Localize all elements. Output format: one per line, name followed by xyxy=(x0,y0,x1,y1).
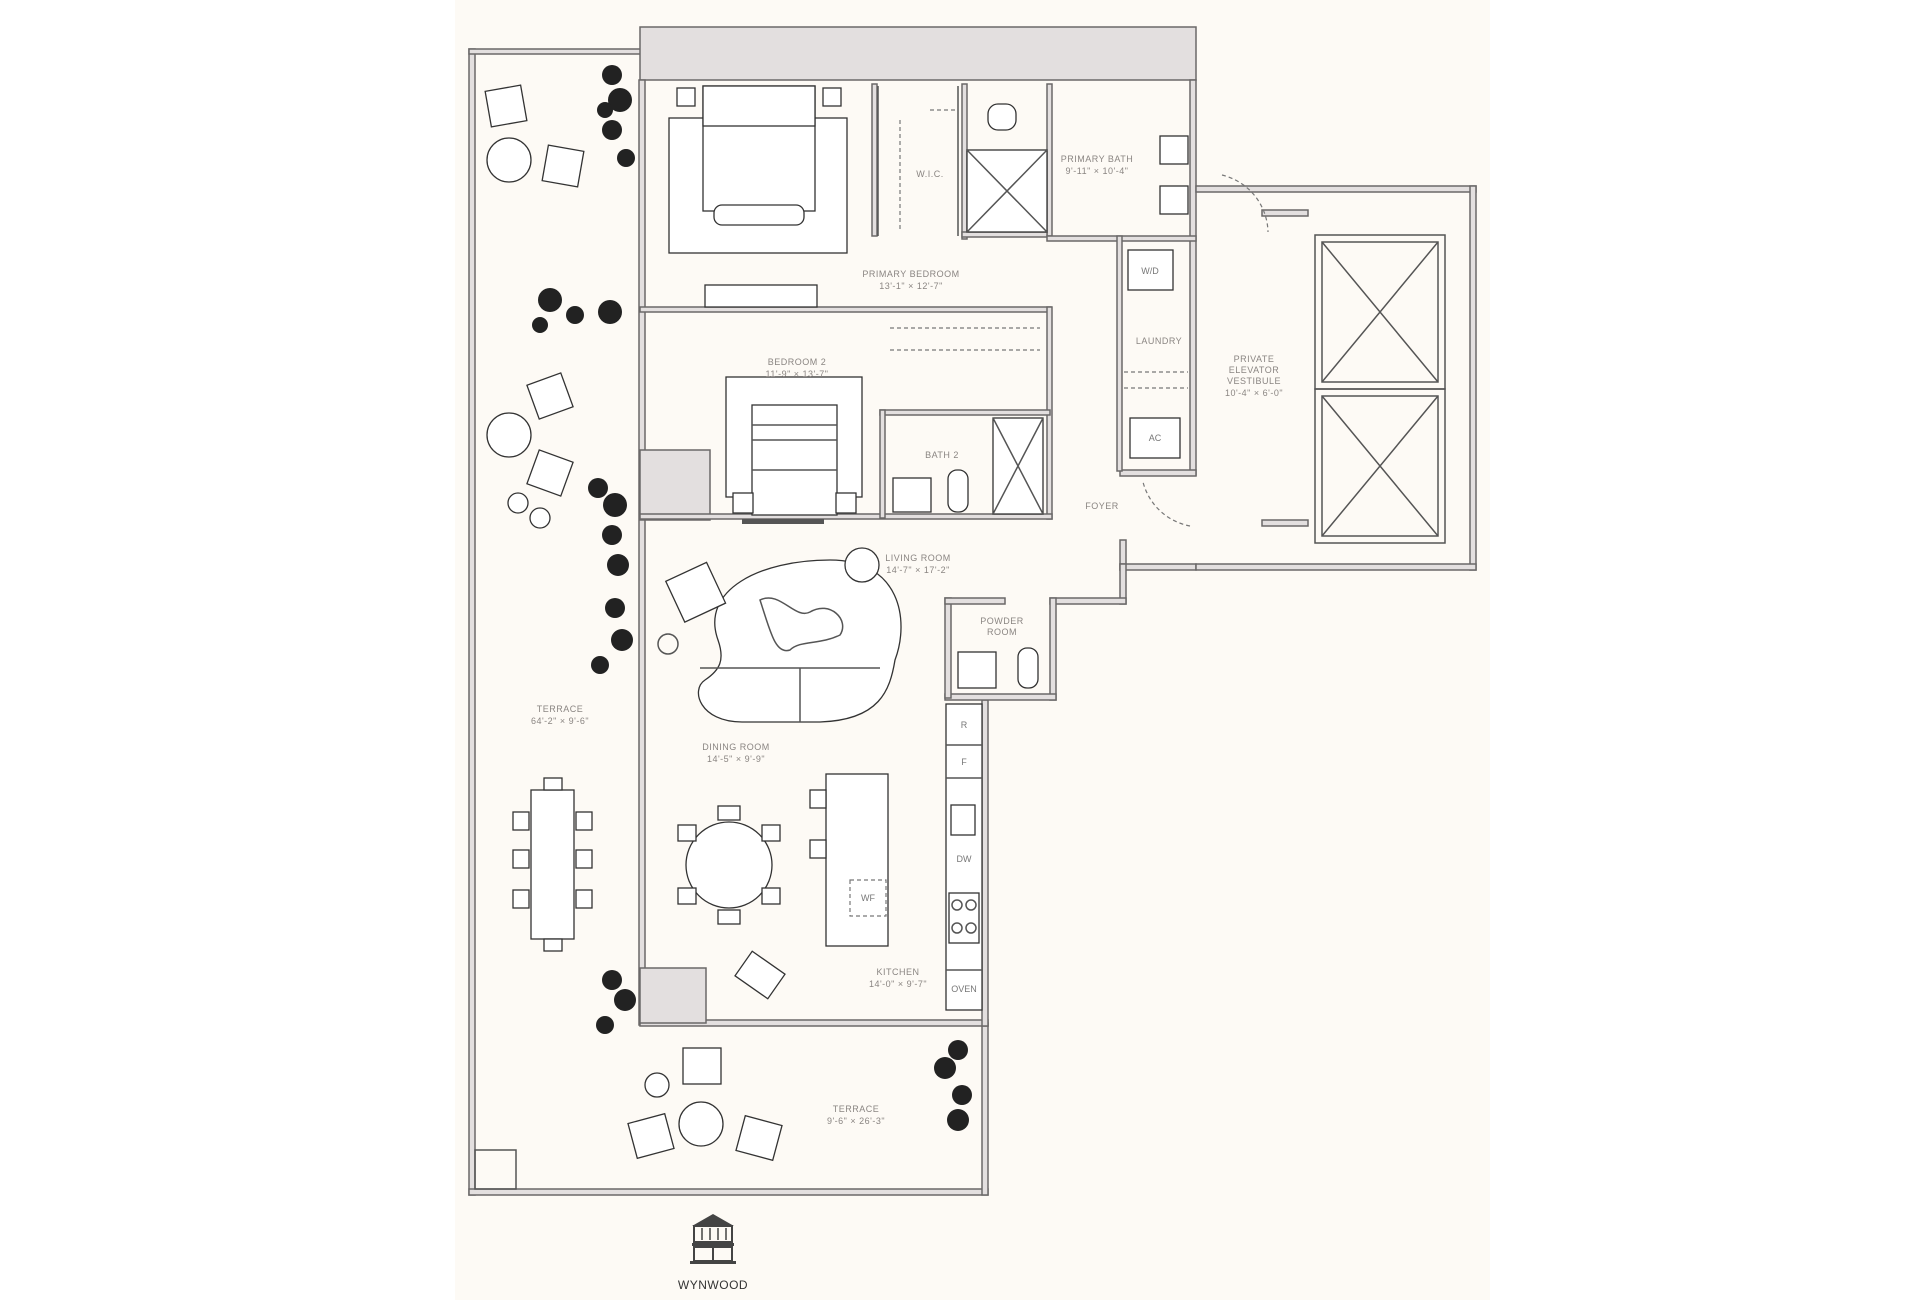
room-dims-kitchen: 14'-0" × 9'-7" xyxy=(869,979,927,989)
room-label-primary-bedroom: PRIMARY BEDROOM xyxy=(862,269,959,279)
room-label-terrace-west: TERRACE xyxy=(537,704,584,714)
primary-bed xyxy=(668,85,848,308)
room-dims-living-room: 14'-7" × 17'-2" xyxy=(886,565,950,575)
elevator-shafts xyxy=(1314,234,1446,544)
washer-dryer xyxy=(1127,249,1174,291)
planters xyxy=(532,65,972,1131)
ac-unit xyxy=(1129,417,1181,459)
structural-block xyxy=(639,26,1197,81)
brand-label: WYNWOOD xyxy=(678,1278,748,1292)
terrace-furniture xyxy=(484,84,783,1162)
fixture-label-wf: WF xyxy=(861,893,875,903)
foyer-door-swing[interactable] xyxy=(1142,481,1191,527)
kitchen-island xyxy=(825,773,889,947)
closets xyxy=(877,86,1040,351)
fixture-label-ac: AC xyxy=(1149,433,1162,443)
dining-table xyxy=(677,805,781,925)
bath-2-fixtures xyxy=(892,417,1044,515)
room-labels: W.I.C. PRIMARY BATH 9'-11" × 10'-4" PRIM… xyxy=(531,154,1283,1126)
room-label-terrace-south: TERRACE xyxy=(833,1104,880,1114)
exterior-walls xyxy=(638,79,1197,1027)
kitchen-cabinets xyxy=(945,703,983,1011)
room-dims-terrace-south: 9'-6" × 26'-3" xyxy=(827,1116,885,1126)
room-dims-elevator-vestibule: 10'-4" × 6'-0" xyxy=(1225,388,1283,398)
powder-sink xyxy=(957,651,997,689)
fixture-label-dw: DW xyxy=(957,854,972,864)
room-dims-terrace-west: 64'-2" × 9'-6" xyxy=(531,716,589,726)
building-icon xyxy=(690,1214,736,1264)
fixture-label-wd: W/D xyxy=(1141,266,1159,276)
room-label-bath-2: BATH 2 xyxy=(925,450,959,460)
living-room-furniture xyxy=(657,547,902,723)
bedroom-2-bed xyxy=(725,376,863,524)
room-label-laundry: LAUNDRY xyxy=(1136,336,1182,346)
entry-door-swing[interactable] xyxy=(1221,174,1269,233)
room-label-primary-bath: PRIMARY BATH xyxy=(1061,154,1134,164)
room-label-foyer: FOYER xyxy=(1085,501,1119,511)
interior-walls xyxy=(639,83,1477,571)
fixture-labels: W/D AC R F DW OVEN WF xyxy=(861,266,1162,994)
room-label-dining-room: DINING ROOM xyxy=(702,742,770,752)
room-label-kitchen: KITCHEN xyxy=(876,967,919,977)
terrace-walls xyxy=(468,48,989,1196)
room-dims-primary-bath: 9'-11" × 10'-4" xyxy=(1066,166,1129,176)
room-label-wic: W.I.C. xyxy=(916,169,944,179)
room-dims-dining-room: 14'-5" × 9'-9" xyxy=(707,754,765,764)
lounge-chair xyxy=(734,950,786,1000)
primary-bath-fixtures xyxy=(966,103,1189,233)
room-label-living-room: LIVING ROOM xyxy=(885,553,951,563)
wine-fridge xyxy=(849,879,887,917)
fixture-label-f: F xyxy=(961,757,967,767)
room-dims-bedroom-2: 11'-9" × 13'-7" xyxy=(766,369,829,379)
stool xyxy=(809,789,827,809)
room-label-bedroom-2: BEDROOM 2 xyxy=(768,357,827,367)
fixture-label-r: R xyxy=(961,720,968,730)
laundry-shelf xyxy=(1124,371,1188,389)
room-dims-primary-bedroom: 13'-1" × 12'-7" xyxy=(879,281,943,291)
stool xyxy=(809,839,827,859)
powder-toilet xyxy=(1017,647,1039,689)
fixture-label-oven: OVEN xyxy=(951,984,977,994)
